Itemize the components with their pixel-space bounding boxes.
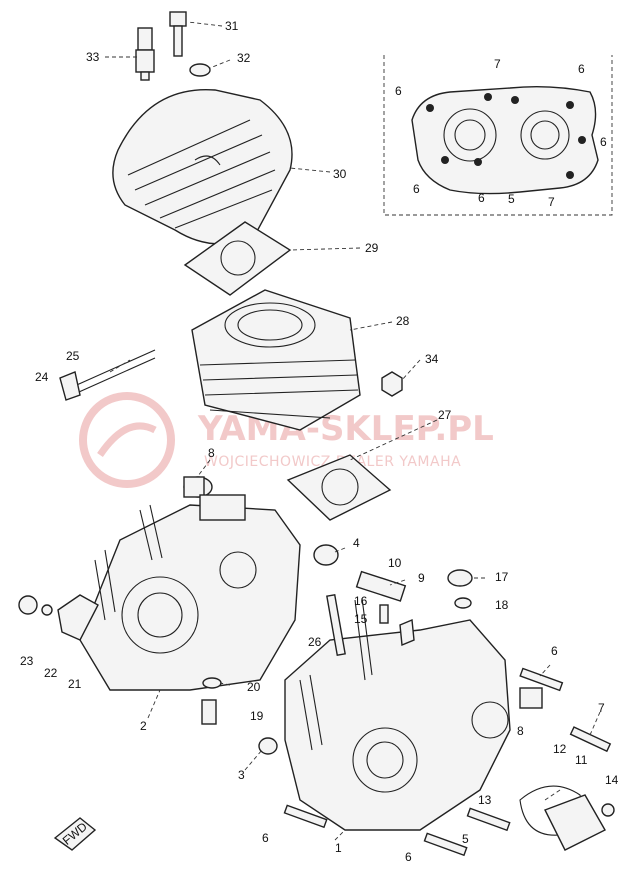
nut-34 [381,371,403,397]
bolt-7-right [569,726,612,753]
leader-lines [105,21,601,841]
head-bolt [169,11,187,57]
callout-9: 9 [418,571,425,585]
bolt-23 [18,595,38,615]
callout-31: 31 [225,19,239,33]
crankcase-left [79,494,301,691]
callout-34: 34 [425,352,439,366]
oil-pipe [59,349,156,401]
callout-1: 1 [335,841,342,855]
callout-10: 10 [388,556,402,570]
callout-19: 19 [250,709,264,723]
callout-29: 29 [365,241,379,255]
bearing-8-lower [519,687,543,709]
bolt-6-lower-right [423,832,468,857]
callout-6-inset-b: 6 [578,62,585,76]
callout-6-inset-d: 6 [413,182,420,196]
callout-5: 5 [462,832,469,846]
callout-30: 30 [333,167,347,181]
watermark-logo-swoosh [97,422,157,457]
callout-13: 13 [478,793,492,807]
callout-17: 17 [495,570,509,584]
callout-15: 15 [354,612,368,626]
callout-11: 11 [575,753,588,767]
callout-23: 23 [20,654,34,668]
watermark-logo [79,392,175,488]
bearing-8-upper [183,476,213,498]
callout-5-inset: 5 [508,192,515,206]
callout-32: 32 [237,51,251,65]
callout-6-inset-e: 6 [478,191,485,205]
crankcase-right [284,597,511,831]
callout-22: 22 [44,666,58,680]
callout-3: 3 [238,768,245,782]
callout-6-lower-left: 6 [262,831,269,845]
callout-18: 18 [495,598,509,612]
callout-6-inset-a: 6 [395,84,402,98]
drain-bolt-19 [201,699,217,725]
callout-6-right: 6 [551,644,558,658]
washer-18 [454,597,472,609]
spark-plug [135,27,155,81]
callout-21: 21 [68,677,82,691]
washer-22 [41,604,53,616]
fwd-arrow: FWD [53,817,97,851]
callout-33: 33 [86,50,100,64]
callout-27: 27 [438,408,452,422]
callout-25: 25 [66,349,80,363]
callout-12: 12 [553,742,567,756]
callout-6-inset-c: 6 [600,135,607,149]
bolt-6-lower-left [283,804,328,829]
callout-4: 4 [353,536,360,550]
callout-26: 26 [308,635,322,649]
callout-labels: 1 2 3 4 5 5 6 6 6 6 6 6 6 6 7 7 7 8 8 9 … [20,19,619,864]
cylinder-head [112,88,293,245]
callout-6-lower-right: 6 [405,850,412,864]
stud-26 [326,593,346,657]
bracket-21 [57,594,99,641]
cylinder [191,289,361,431]
pin-16 [379,604,389,624]
bolt-5-lower [466,807,511,832]
bolt-14 [601,803,615,817]
callout-14: 14 [605,773,619,787]
callout-8-upper: 8 [208,446,215,460]
bolt-6-right [519,667,564,692]
clip-15 [399,618,415,647]
callout-7-right: 7 [598,701,605,715]
callout-7-inset-a: 7 [494,57,501,71]
callout-2: 2 [140,719,147,733]
callout-8-lower: 8 [517,724,524,738]
callout-24: 24 [35,370,49,384]
crank-pin-10 [355,570,407,602]
callout-7-inset-b: 7 [548,195,555,209]
bushing-3 [258,737,278,755]
callout-16: 16 [354,594,368,608]
bearing-4 [313,544,339,566]
callout-20: 20 [247,680,261,694]
plug-17 [447,569,473,587]
cover-11 [544,794,606,851]
callout-28: 28 [396,314,410,328]
inset-crankcase-view [383,55,613,216]
washer-20 [202,677,222,689]
base-gasket [286,454,392,521]
washer-32 [189,63,211,77]
